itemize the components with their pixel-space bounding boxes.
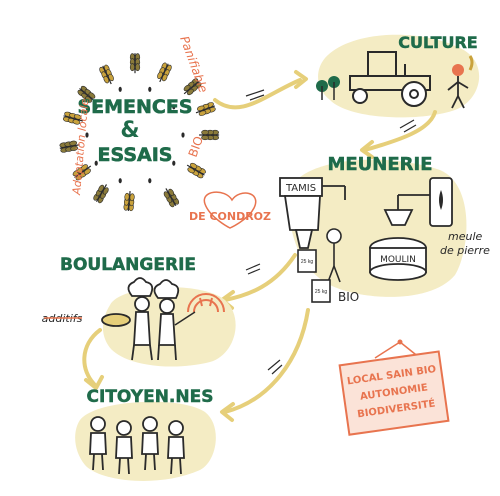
and-sign: & [120,118,139,143]
bio-bag-label: BIO [338,290,359,304]
truck-icon [399,119,417,133]
arrow-meunerie-boulangerie [220,253,297,310]
boulangerie-node: BOULANGERIE additifs [42,255,236,367]
truck-icon [267,359,283,375]
seed-grain [118,86,122,92]
bag2-label: 25 kg [315,289,327,295]
citizens-group [89,416,185,475]
de-condroz-label: DE CONDROZ [189,210,271,223]
seed-grain [148,86,152,92]
heart-icon [203,191,257,229]
culture-node: CULTURE [316,33,480,118]
tamis-label: TAMIS [285,183,316,194]
wheat-ear-icon [59,140,80,153]
essais-title: ESSAIS [98,144,173,166]
person-icon [141,416,159,471]
wheat-ear-icon [93,184,109,204]
person-icon [115,420,133,475]
sieve-machine [279,177,346,249]
mill-icon [369,194,430,281]
wheat-ear-icon [157,62,172,83]
wheat-ear-icon [199,129,220,141]
wheat-ear-icon [62,111,84,125]
miller-icon [326,228,342,283]
seed-grain [148,178,152,184]
meunerie-title: MEUNERIE [327,154,432,175]
wheat-ear-icon [163,188,180,208]
oven-icon [187,293,225,313]
semences-node: SEMENCES & ESSAIS Adaptation locale Pani… [59,34,220,212]
adaptation-label: Adaptation locale [70,98,91,196]
truck-icon [245,89,265,101]
moulin-label: MOULIN [380,255,416,265]
de-pierre-label: de pierre [440,244,490,257]
arrow-meunerie-citoyens [220,308,310,422]
arrow-semences-culture [213,70,308,110]
baker-icon [101,277,154,361]
meunerie-node: MEUNERIE TAMIS 25 kg 25 kg BIO [279,154,490,304]
wheat-ear-icon [77,85,96,103]
semences-title: SEMENCES [77,96,192,118]
wheat-ear-icon [129,53,141,74]
wheat-ear-icon [468,55,474,71]
seed-grain [118,178,122,184]
wheat-ear-icon [195,102,216,116]
values-sign: LOCAL SAIN BIO AUTONOMIE BIODIVERSITÉ [338,339,450,436]
wheat-ear-icon [186,162,206,179]
farmer-icon [447,64,469,109]
boulangerie-title: BOULANGERIE [60,255,196,275]
condroz-badge: DE CONDROZ [189,191,271,229]
wheat-ear-icon [183,78,202,96]
seed-grain [172,104,176,110]
wheat-ear-icon [123,190,135,212]
culture-title: CULTURE [398,33,477,52]
person-icon [167,420,185,475]
wheat-ear-icon [72,164,92,181]
seed-grain [94,160,98,166]
tractor-icon [349,51,431,107]
bag1-label: 25 kg [301,259,313,265]
flour-bag: 25 kg 25 kg [297,249,331,303]
person-icon [89,416,107,471]
seed-grain [181,132,185,138]
citoyens-node: CITOYEN.NES [75,387,216,481]
tree-icon [316,76,340,100]
bio-seed-label: BIO [186,134,206,159]
arrow-culture-meunerie [360,110,437,159]
seed-grain [172,160,176,166]
citoyens-title: CITOYEN.NES [87,387,214,407]
silo-icon [429,177,453,227]
seed-grain [85,132,89,138]
baker-icon [153,279,180,361]
arrow-boulangerie-citoyens [82,328,104,390]
wheat-ear-group [59,53,220,212]
truck-icon [245,263,261,275]
seed-grain [94,104,98,110]
meule-label: meule [448,230,483,243]
wheat-ear-icon [99,64,114,85]
